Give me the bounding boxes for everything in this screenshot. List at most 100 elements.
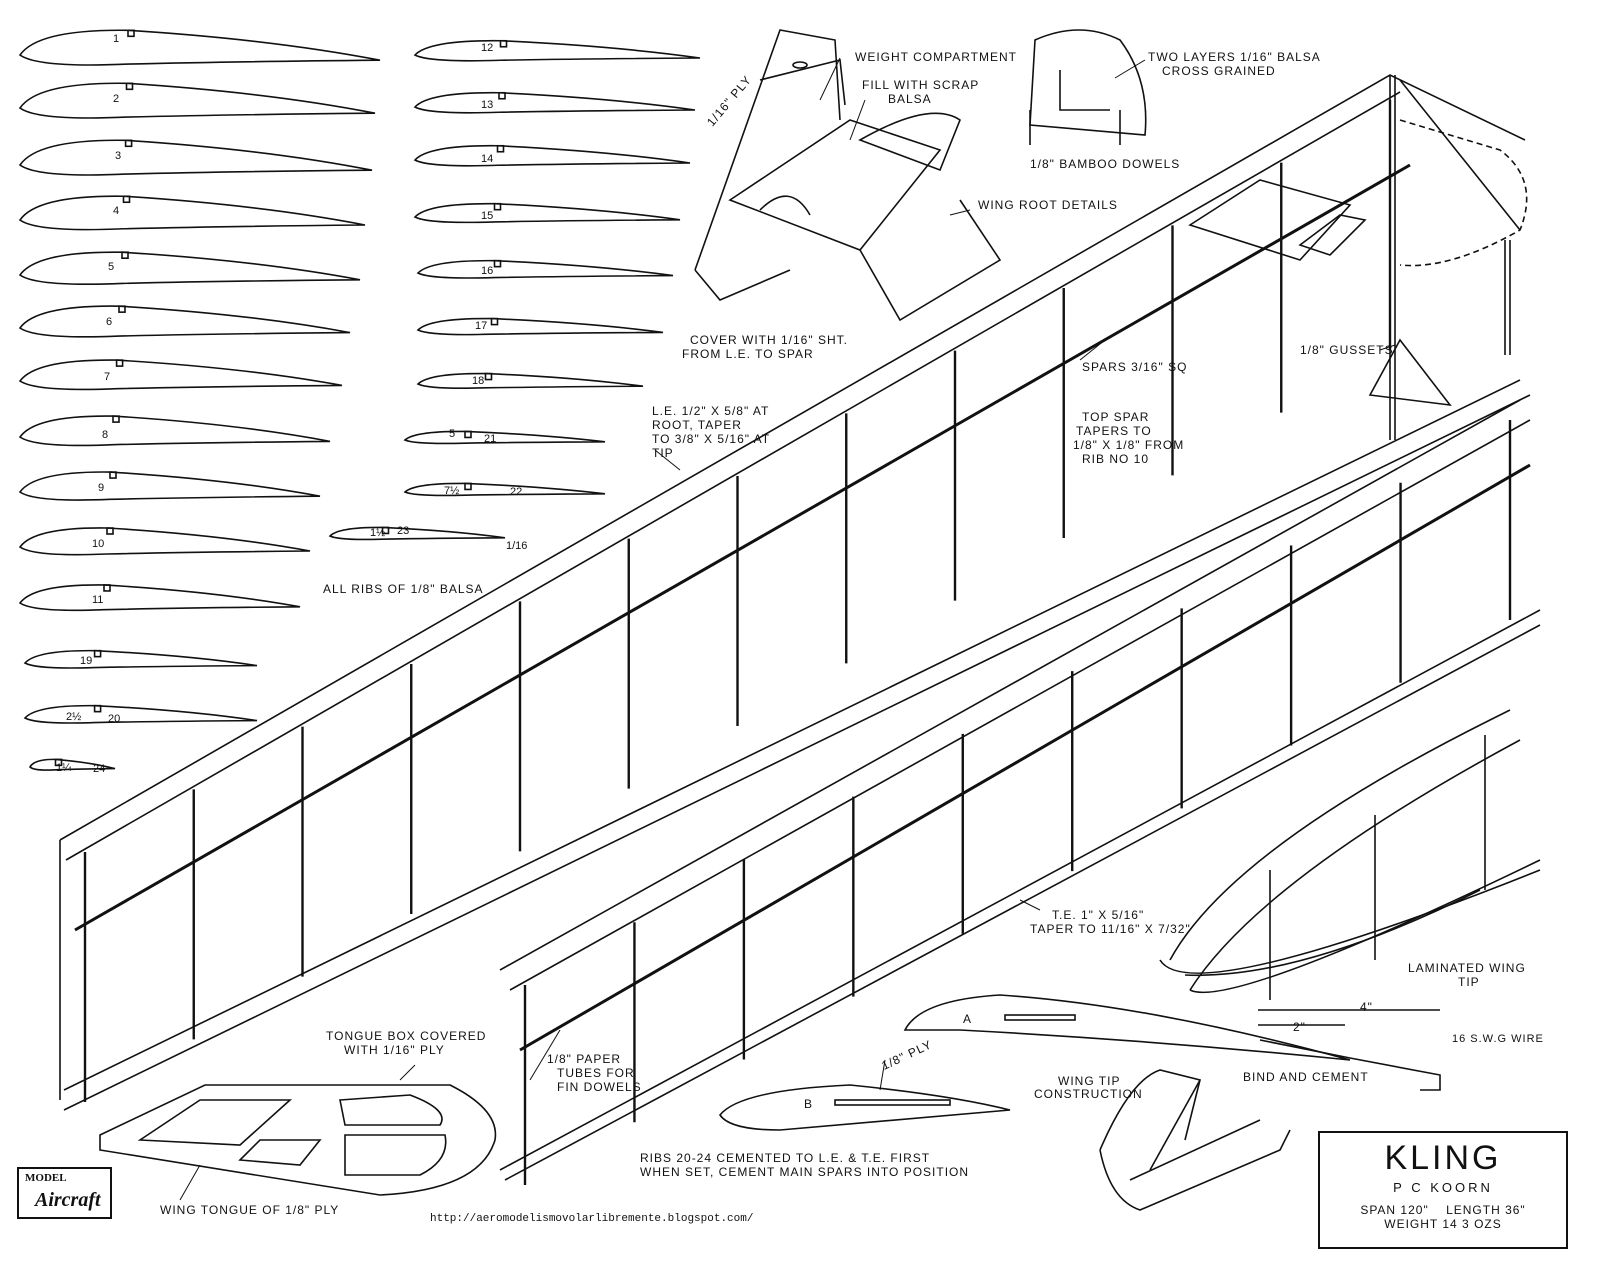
rib-profile-number-19: 21 — [484, 433, 497, 445]
outer-wing-ribs — [523, 420, 1512, 1185]
spec-line: SPAN 120" LENGTH 36" — [1320, 1203, 1566, 1217]
rib-profile-left-9-spar-notch — [109, 471, 117, 479]
rib-profile-number-22: 20 — [108, 713, 121, 725]
note-all-ribs: ALL RIBS OF 1/8" BALSA — [323, 582, 484, 596]
note-le-4: TIP — [652, 446, 674, 460]
rib-22-mark: 7½ — [444, 485, 460, 497]
rib-profile-number-6: 6 — [106, 316, 113, 328]
title-block: KLING P C KOORN SPAN 120" LENGTH 36" WEI… — [1318, 1131, 1568, 1249]
rib-profile-right-10 — [328, 526, 506, 541]
note-top-spar-4: RIB NO 10 — [1082, 452, 1150, 466]
rib-profile-number-2: 2 — [113, 93, 120, 105]
rib-profile-number-10: 10 — [92, 538, 105, 550]
dim-4-inch: 4" — [1360, 1000, 1373, 1014]
wing-tongue-outline — [99, 1084, 497, 1196]
note-te-2: TAPER TO 11/16" X 7/32" — [1030, 922, 1191, 936]
rib-profile-number-17: 17 — [475, 320, 488, 332]
rib-profile-right-9-spar-notch — [464, 482, 472, 491]
rib-profile-left-13 — [23, 704, 258, 724]
rib-profile-left-5-spar-notch — [121, 251, 129, 259]
main-wing-ribs — [83, 100, 1392, 1102]
rib-profile-right-2 — [413, 91, 696, 114]
note-gussets: 1/8" GUSSETS — [1300, 343, 1394, 357]
rib-profile-left-11 — [18, 584, 301, 612]
rib-profile-number-20: 22 — [510, 486, 523, 498]
rib-profile-number-21: 19 — [80, 655, 93, 667]
note-wire: 16 S.W.G WIRE — [1452, 1033, 1544, 1045]
rib-profile-left-4 — [18, 195, 366, 231]
rib-profile-left-11-spar-notch — [103, 584, 111, 592]
rib-24-mark: 1¼ — [56, 762, 72, 774]
note-le-3: TO 3/8" X 5/16" AT — [652, 432, 771, 446]
rib-profile-left-6-spar-notch — [118, 305, 126, 313]
rib-profile-right-3-spar-notch — [496, 144, 505, 153]
rib-20-mark: 2½ — [66, 711, 82, 723]
note-two-layers-2: CROSS GRAINED — [1162, 64, 1276, 78]
note-spars: SPARS 3/16" SQ — [1082, 360, 1188, 374]
note-weight-compartment: WEIGHT COMPARTMENT — [855, 50, 1017, 64]
rib-profile-number-7: 7 — [104, 371, 111, 383]
rib-profile-number-4: 4 — [113, 205, 120, 217]
note-laminated-2: TIP — [1458, 975, 1480, 989]
rib-profile-left-3-spar-notch — [124, 139, 133, 148]
detail-rib-a — [903, 994, 1441, 1091]
rib-profile-number-3: 3 — [115, 150, 122, 162]
rib-profile-left-14 — [29, 758, 116, 771]
note-bind-cement: BIND AND CEMENT — [1243, 1070, 1369, 1084]
rib-profile-right-6 — [416, 317, 664, 336]
note-fill-scrap-1: FILL WITH SCRAP — [862, 78, 980, 92]
logo-line-1: MODEL — [25, 1172, 67, 1184]
note-cover-1: COVER WITH 1/16" SHT. — [690, 333, 848, 347]
note-paper-1: 1/8" PAPER — [547, 1052, 622, 1066]
note-paper-3: FIN DOWELS — [557, 1080, 642, 1094]
rib-profile-number-9: 9 — [98, 482, 105, 494]
note-wing-tip-1: WING TIP — [1058, 1074, 1121, 1088]
note-two-layers-1: TWO LAYERS 1/16" BALSA — [1148, 50, 1321, 64]
rib-profile-right-4-spar-notch — [493, 202, 502, 211]
rib-profile-left-13-spar-notch — [93, 704, 102, 713]
spec-span: SPAN 120" — [1360, 1203, 1429, 1217]
rib-profile-left-14-spar-notch — [54, 758, 63, 767]
note-wing-tongue: WING TONGUE OF 1/8" PLY — [160, 1203, 340, 1217]
rib-profile-number-8: 8 — [102, 429, 109, 441]
wing-tip-construction-sketch — [1099, 1069, 1291, 1211]
rib-profile-right-10-spar-notch — [381, 526, 390, 535]
rib-profile-number-18: 18 — [472, 375, 485, 387]
rib-profile-right-5 — [416, 259, 674, 279]
note-wing-root: WING ROOT DETAILS — [978, 198, 1118, 212]
rib-profile-left-9 — [18, 471, 321, 501]
model-aircraft-logo: MODEL Aircraft — [17, 1167, 112, 1219]
note-tongue-box-1: TONGUE BOX COVERED — [326, 1029, 487, 1043]
detail-b-label: B — [804, 1097, 814, 1111]
rib-profile-right-3 — [413, 144, 691, 167]
note-cover-2: FROM L.E. TO SPAR — [682, 347, 814, 361]
detail-a-label: A — [963, 1012, 973, 1026]
spec-length: LENGTH 36" — [1446, 1203, 1526, 1217]
note-laminated-1: LAMINATED WING — [1408, 961, 1526, 975]
rib-profile-number-12: 12 — [481, 42, 494, 54]
rib-profile-number-13: 13 — [481, 99, 494, 111]
rib-profile-left-8-spar-notch — [112, 415, 120, 423]
rib-profile-left-10-spar-notch — [106, 527, 114, 535]
rib-profile-left-4-spar-notch — [122, 195, 131, 204]
outer-wing-panel — [499, 399, 1541, 1181]
note-ribs-20-24-2: WHEN SET, CEMENT MAIN SPARS INTO POSITIO… — [640, 1165, 970, 1179]
note-wing-tip-2: CONSTRUCTION — [1034, 1087, 1143, 1101]
rib-profile-number-24: 24 — [93, 763, 106, 775]
rib-profile-number-16: 16 — [481, 265, 494, 277]
designer-name: P C KOORN — [1393, 1180, 1493, 1195]
rib-profiles-left-column — [18, 29, 381, 771]
rib-profile-left-7-spar-notch — [115, 359, 124, 367]
rib-profile-number-14: 14 — [481, 153, 494, 165]
rib-profile-left-2 — [18, 82, 376, 119]
wing-root-detail-sketch — [694, 29, 1002, 322]
rib-profile-left-3 — [18, 139, 373, 176]
dim-2-inch: 2" — [1293, 1020, 1306, 1034]
rib-profile-number-11: 11 — [92, 594, 104, 606]
rib-profile-left-5 — [18, 251, 361, 286]
rib-profile-right-7-spar-notch — [484, 372, 493, 381]
rib-profile-right-1 — [413, 39, 701, 62]
rib-profile-right-2-spar-notch — [498, 91, 506, 100]
logo-line-2: Aircraft — [35, 1189, 101, 1211]
